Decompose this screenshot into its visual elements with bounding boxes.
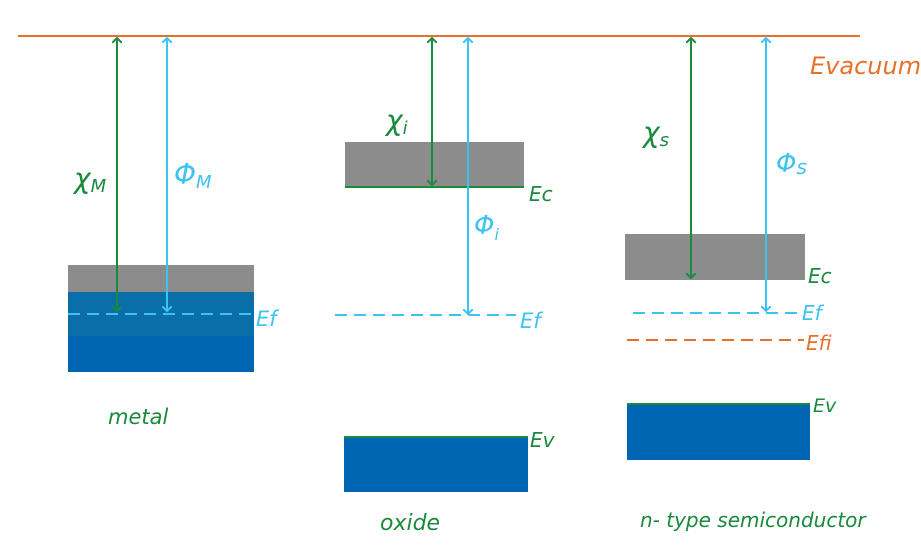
- oxide-conduction-band: [345, 142, 524, 188]
- semiconductor-ef-label: Ef: [802, 301, 825, 325]
- metal-ef-label: Ef: [256, 307, 280, 331]
- metal-blue-band-lower: [68, 336, 254, 372]
- oxide-ec-label: Ec: [529, 182, 553, 206]
- oxide-phi-label: Φi: [474, 211, 499, 244]
- semiconductor-efi-label: Efi: [806, 331, 832, 355]
- semiconductor-name: n- type semiconductor: [640, 508, 867, 532]
- metal-name: metal: [108, 405, 168, 429]
- oxide-valence-band: [344, 437, 528, 492]
- evacuum-label: Evacuum: [810, 52, 921, 80]
- semiconductor-ec-label: Ec: [808, 264, 832, 288]
- metal-gray-band: [68, 265, 254, 292]
- metal-chi-label: χM: [72, 162, 107, 197]
- semiconductor-chi-label: χs: [641, 116, 669, 151]
- oxide-name: oxide: [380, 511, 440, 536]
- oxide-ev-label: Ev: [530, 428, 556, 452]
- metal-phi-label: ΦM: [174, 158, 212, 193]
- oxide-ef-label: Ef: [520, 309, 544, 333]
- semiconductor-conduction-band: [625, 234, 805, 280]
- semiconductor-ev-label: Ev: [813, 395, 837, 417]
- oxide-chi-label: χi: [384, 104, 408, 139]
- semiconductor-valence-band: [627, 404, 810, 460]
- semiconductor-phi-label: Φs: [776, 149, 807, 179]
